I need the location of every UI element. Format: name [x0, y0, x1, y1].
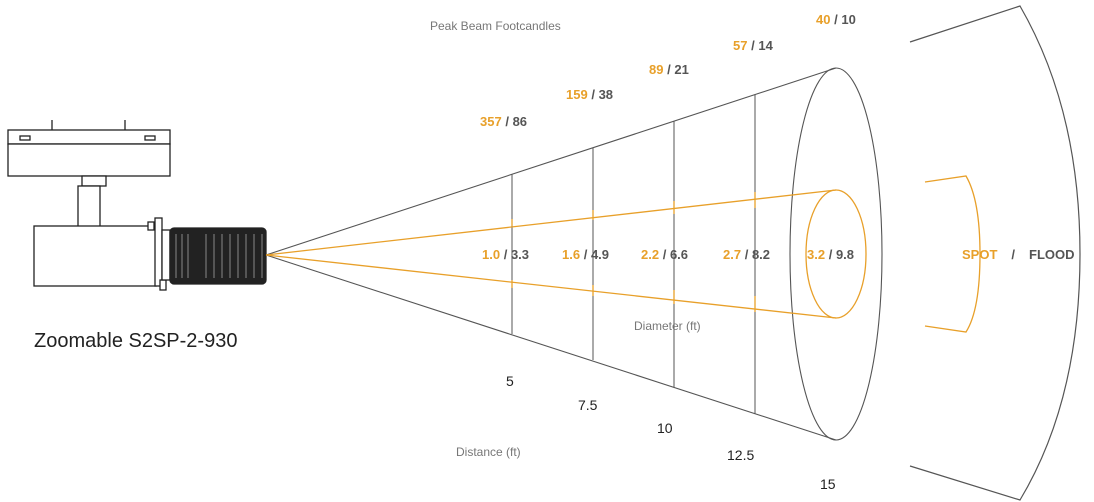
spot-cone — [265, 189, 867, 319]
footcandle-label-10ft: 89 / 21 — [649, 62, 689, 77]
distance-markers — [511, 95, 756, 414]
distance-tick-15: 15 — [820, 476, 836, 492]
track-light-fixture — [7, 120, 267, 291]
peak-beam-title: Peak Beam Footcandles — [430, 19, 561, 33]
distance-tick-12-5: 12.5 — [727, 447, 754, 463]
footcandle-label-5ft: 357 / 86 — [480, 114, 527, 129]
mode-legend: SPOT/FLOOD — [962, 247, 1075, 262]
flood-cone — [265, 67, 883, 441]
distance-tick-10: 10 — [657, 420, 673, 436]
distance-tick-5: 5 — [506, 373, 514, 389]
distance-tick-7-5: 7.5 — [578, 397, 598, 413]
flood-bracket — [909, 5, 1081, 501]
diameter-label-7-5ft: 1.6 / 4.9 — [562, 247, 609, 262]
diameter-label-10ft: 2.2 / 6.6 — [641, 247, 688, 262]
spot-bracket — [924, 175, 981, 333]
footcandle-label-15ft: 40 / 10 — [816, 12, 856, 27]
diameter-label-15ft: 3.2 / 9.8 — [807, 247, 854, 262]
footcandle-label-12-5ft: 57 / 14 — [733, 38, 774, 53]
diameter-label-5ft: 1.0 / 3.3 — [482, 247, 529, 262]
footcandle-label-7-5ft: 159 / 38 — [566, 87, 613, 102]
diameter-axis-label: Diameter (ft) — [634, 319, 701, 333]
grille-pattern — [175, 234, 263, 278]
distance-axis-label: Distance (ft) — [456, 445, 521, 459]
product-name: Zoomable S2SP-2-930 — [34, 330, 237, 352]
diameter-label-12-5ft: 2.7 / 8.2 — [723, 247, 770, 262]
